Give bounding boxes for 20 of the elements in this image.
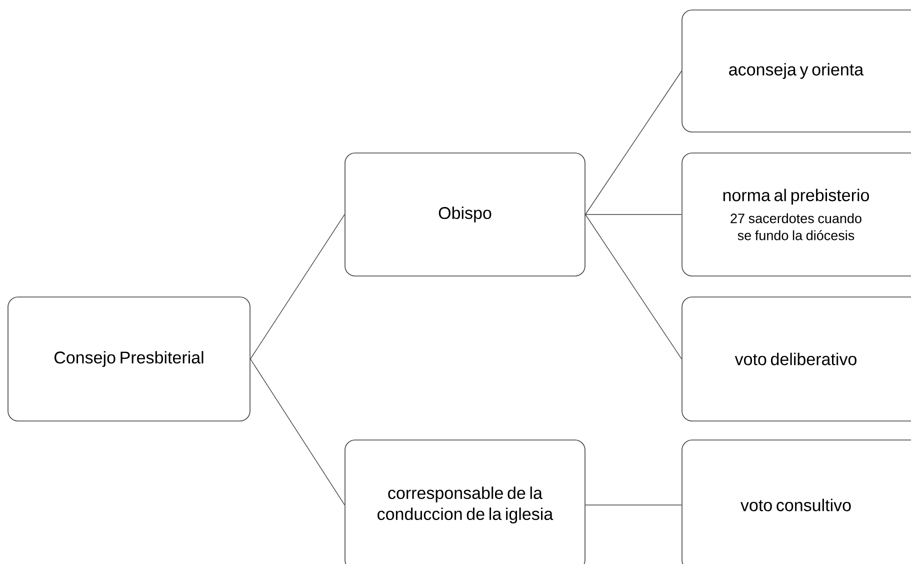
- box-text: Obispo: [438, 206, 492, 222]
- rounded-box: [344, 440, 586, 564]
- connector-line: [585, 504, 682, 506]
- rounded-box: [8, 296, 250, 422]
- rounded-box: [682, 296, 911, 422]
- box-text: corresponsable de la conduccion de la iglesia: [378, 486, 554, 524]
- connector-line: [585, 214, 682, 215]
- rounded-box: [344, 152, 586, 276]
- box-text: Consejo Presbiterial: [54, 351, 204, 367]
- rounded-box: [682, 152, 911, 276]
- box-text: norma al prebisterio 27 sacerdotes cuando se fundo la diócesis: [723, 188, 869, 240]
- box-text: aconseja y orienta: [729, 63, 864, 79]
- rounded-box: [682, 440, 911, 564]
- box-text: voto deliberativo: [734, 352, 856, 366]
- connector-line: [585, 70, 682, 215]
- rounded-box: [682, 10, 911, 132]
- connector-line: [585, 214, 682, 360]
- connector-line: [250, 358, 345, 506]
- connector-line: [250, 214, 345, 360]
- box-text: voto consultivo: [740, 498, 851, 512]
